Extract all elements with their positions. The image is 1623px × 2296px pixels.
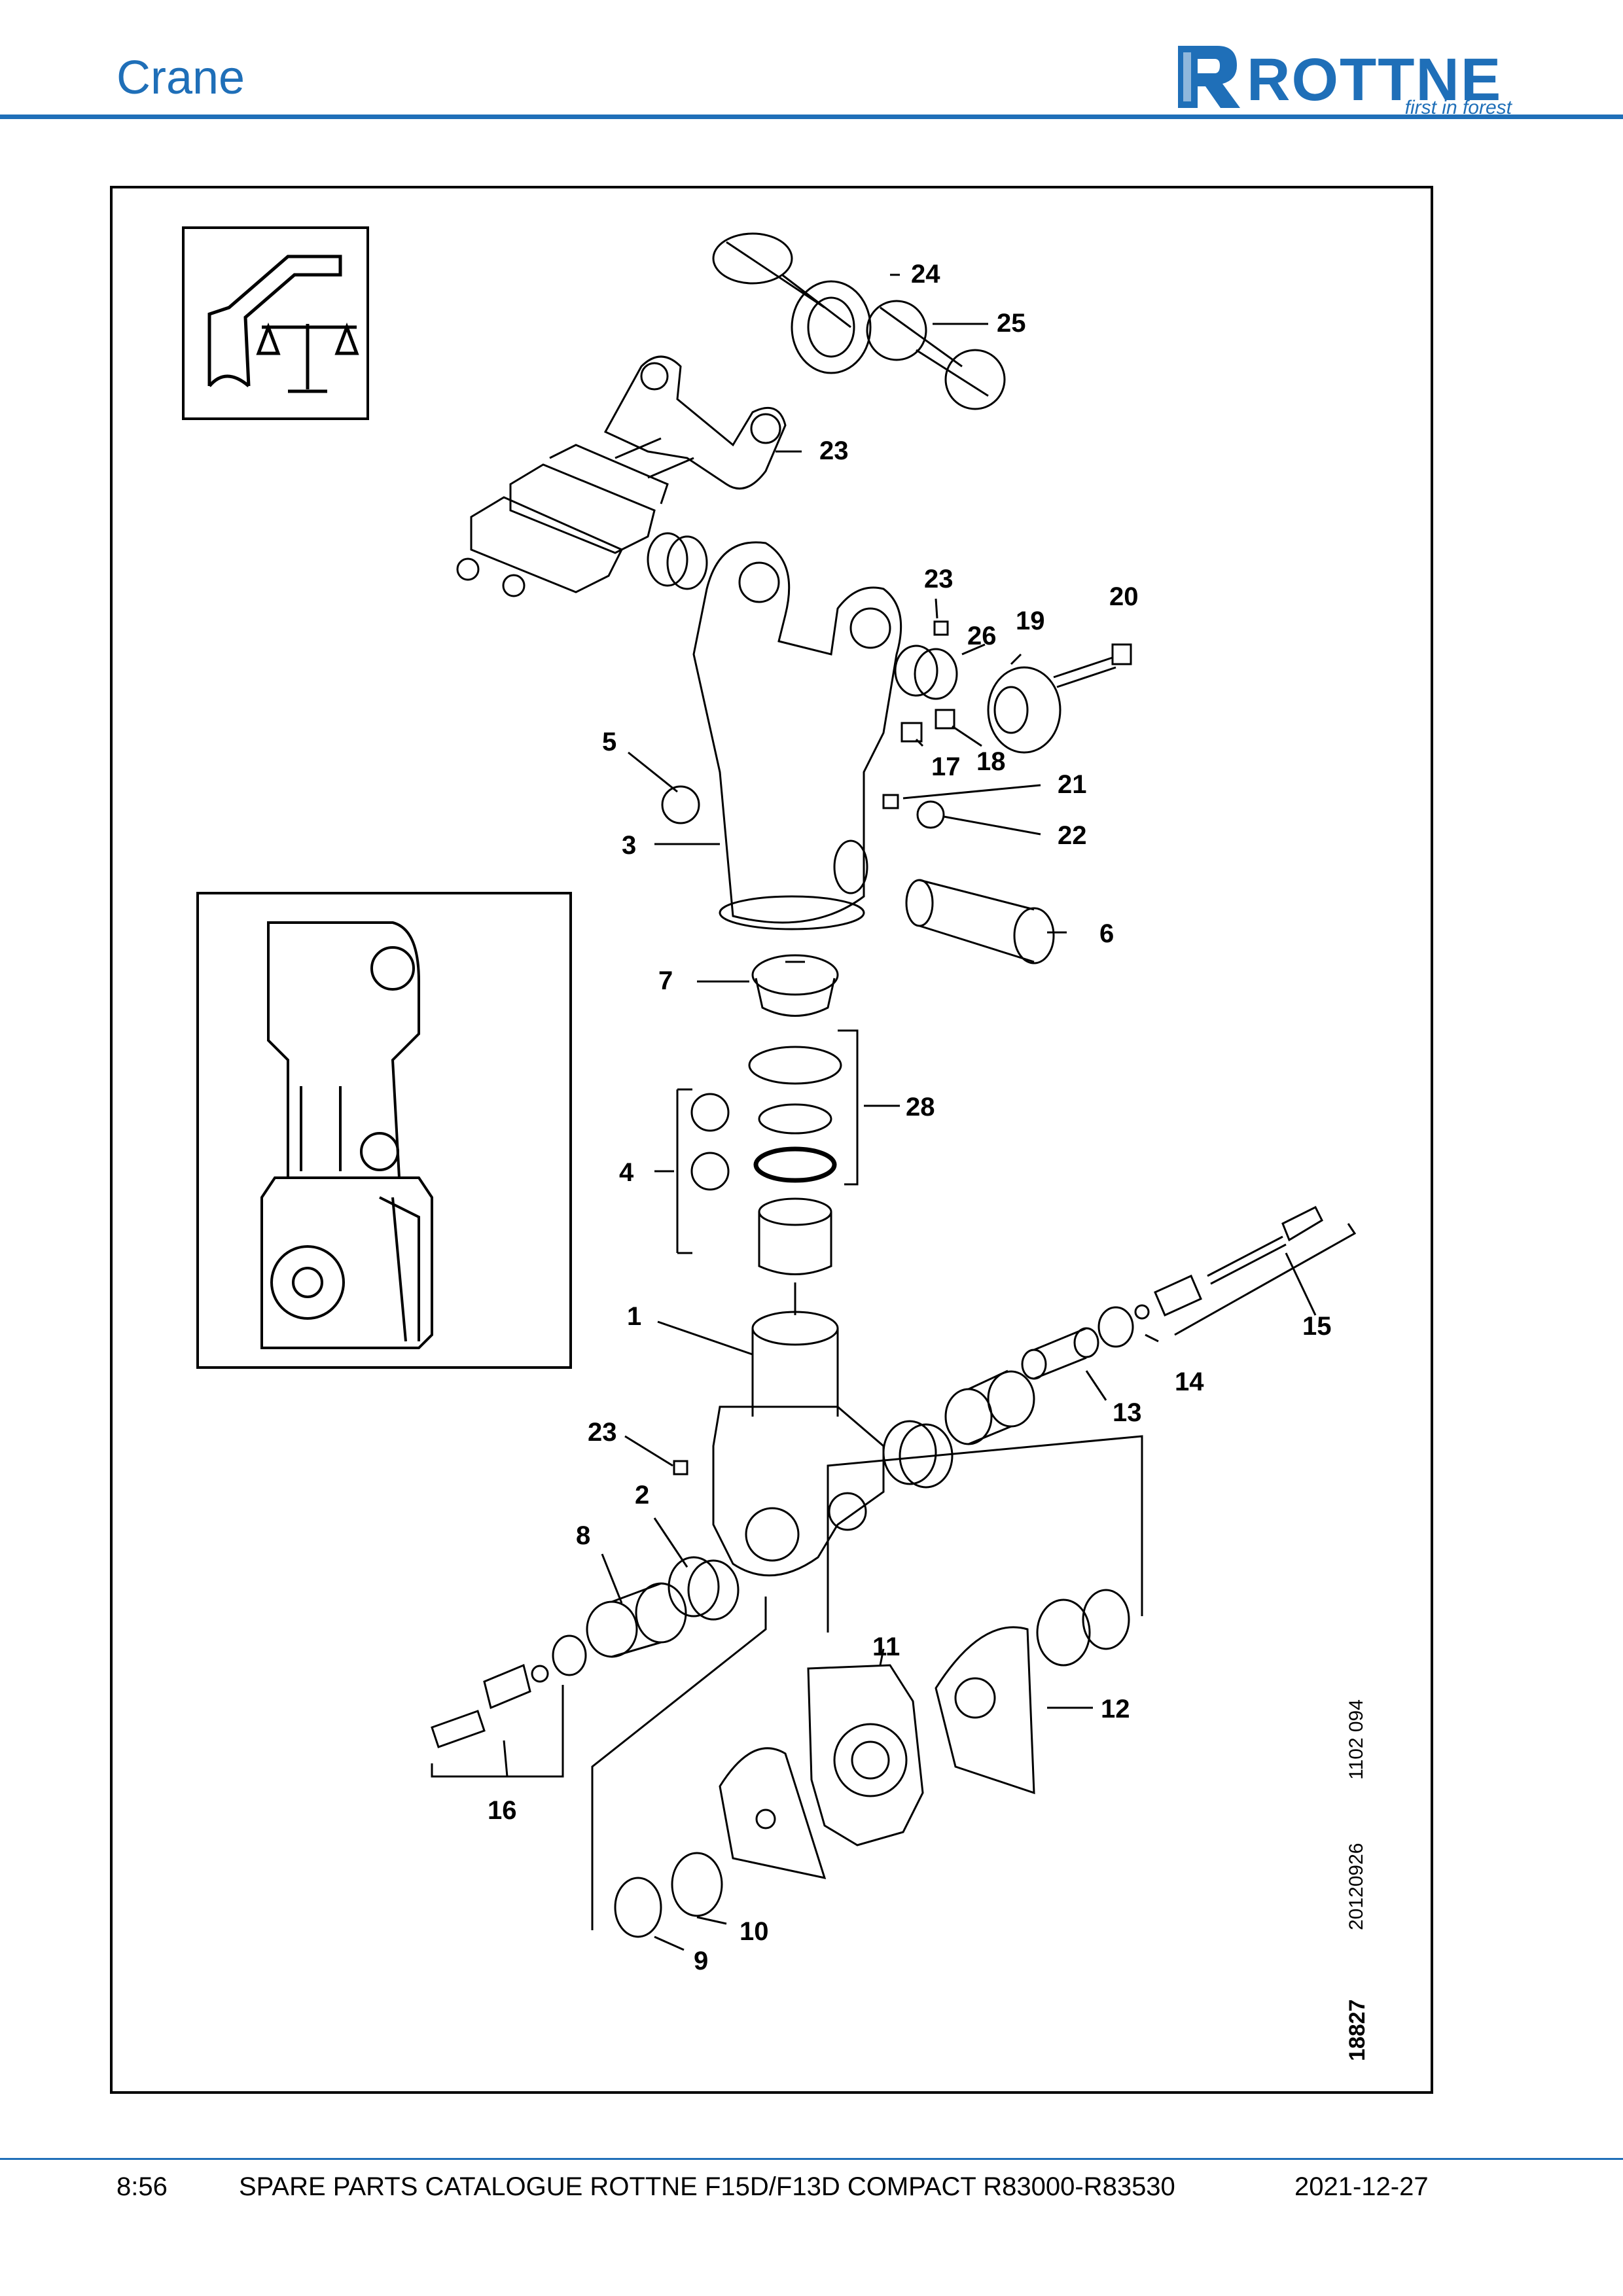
- bracket-part-16: [431, 1685, 564, 1778]
- part-17-18-fittings: [901, 709, 955, 743]
- callout-15: 15: [1302, 1312, 1332, 1341]
- callout-12: 12: [1101, 1695, 1130, 1723]
- callout-26: 25: [997, 309, 1026, 338]
- rotator-assembly-illustration: [260, 921, 433, 1349]
- callout-20: 20: [1109, 582, 1139, 611]
- part-19-cap: [987, 666, 1061, 754]
- brand-name: ROTTNE: [1247, 46, 1503, 113]
- bracket-lower-left-group: [591, 1597, 767, 1930]
- spring-right: [1154, 1275, 1202, 1316]
- part-7-plug: [751, 954, 839, 1017]
- circlip-right-outer: [1082, 1589, 1130, 1650]
- callout-28: 28: [906, 1093, 935, 1122]
- cable-clamp-set: [456, 444, 669, 597]
- part-15-pin: [1207, 1205, 1323, 1285]
- part-26-tube: [866, 300, 1006, 410]
- callout-1: 1: [627, 1302, 641, 1331]
- part-25-sleeve: [712, 232, 872, 374]
- callout-4: 4: [619, 1158, 634, 1187]
- figure-frame: [110, 186, 1433, 2094]
- part-23-grease-nipple-lower: [673, 1460, 688, 1475]
- bracket-part-28: [838, 1029, 859, 1186]
- footer-catalogue-title: SPARE PARTS CATALOGUE ROTTNE F15D/F13D C…: [239, 2172, 1175, 2201]
- header-rule: [0, 115, 1623, 119]
- part-6-pin: [905, 879, 1055, 964]
- part-bearing-right: [882, 1420, 954, 1489]
- part-20-bolt: [1053, 643, 1132, 688]
- bushing-right: [944, 1369, 1035, 1445]
- piston-insert: [758, 1197, 832, 1275]
- oring-left: [531, 1665, 549, 1683]
- crane-weight-icon-frame: [182, 226, 369, 420]
- pin-left: [431, 1710, 486, 1748]
- part-1-lower-link: [712, 1311, 885, 1577]
- callout-6: 6: [1099, 919, 1114, 948]
- callout-24: 23: [819, 436, 849, 465]
- part-10-circlip: [671, 1852, 723, 1917]
- part-5-circlip: [661, 785, 700, 824]
- part-28-oring-upper: [748, 1046, 842, 1085]
- callout-27: 26: [967, 622, 997, 650]
- footer-rule: [0, 2158, 1623, 2160]
- inset-assembly-view-frame: [196, 892, 572, 1369]
- callout-3: 3: [622, 831, 636, 860]
- part-2-bearing: [668, 1556, 740, 1621]
- plate-lower-left: [719, 1747, 827, 1880]
- callout-18: 18: [976, 747, 1006, 776]
- drawing-id-code: 1102 094: [1346, 1699, 1367, 1780]
- crane-balance-icon: [207, 255, 359, 393]
- callout-10: 10: [740, 1917, 769, 1946]
- footer-page-number: 8:56: [116, 2172, 168, 2201]
- callout-21: 21: [1058, 770, 1087, 799]
- spring-left: [483, 1663, 531, 1710]
- bearing-ring: [647, 532, 708, 590]
- leader-lines: [503, 274, 1317, 1951]
- part-11-rotator: [807, 1664, 924, 1846]
- part-23-grease-nipple-upper: [933, 620, 949, 636]
- callout-16: 16: [488, 1796, 517, 1825]
- oring-right: [1134, 1304, 1150, 1320]
- part-4-seal: [753, 1146, 837, 1183]
- rottne-logo-mark-icon: [1178, 46, 1240, 108]
- bracket-part-4: [676, 1088, 692, 1254]
- callout-8: 8: [576, 1521, 590, 1550]
- part-13-pin: [1021, 1327, 1099, 1380]
- part-21-22-fittings: [882, 794, 945, 829]
- callout-17: 17: [931, 752, 961, 781]
- bracket-part-15: [1174, 1223, 1357, 1336]
- callout-7: 7: [658, 966, 673, 995]
- part-27-bushing: [894, 645, 958, 700]
- circlip-right-inner: [1036, 1598, 1091, 1667]
- spacer-left: [552, 1634, 587, 1676]
- seal-profile-icon-lower: [690, 1152, 730, 1191]
- callout-23-upper: 23: [924, 565, 954, 593]
- callout-14: 14: [1175, 1368, 1204, 1396]
- part-12-plate: [935, 1626, 1035, 1795]
- part-14-spacer: [1097, 1306, 1134, 1348]
- callout-9: 9: [694, 1947, 708, 1975]
- callout-19: 19: [1016, 607, 1045, 635]
- bracket-right-group: [827, 1435, 1143, 1633]
- drawing-date-code: 20120926: [1346, 1843, 1367, 1930]
- part-28-oring-middle: [758, 1103, 832, 1135]
- callout-2: 2: [635, 1481, 649, 1510]
- part-3-link-housing: [692, 541, 902, 930]
- callout-11: 11: [872, 1633, 900, 1661]
- part-9-circlip: [614, 1877, 662, 1938]
- callout-22: 22: [1058, 821, 1087, 850]
- callout-23-lower: 23: [588, 1418, 617, 1447]
- footer-date: 2021-12-27: [1294, 2172, 1429, 2201]
- callout-25: 24: [911, 260, 940, 289]
- seal-profile-icon-upper: [690, 1093, 730, 1132]
- part-24-bracket: [603, 355, 787, 490]
- part-8-bushing: [586, 1582, 687, 1658]
- figure-number: 18827: [1345, 1999, 1370, 2061]
- callout-5: 5: [602, 728, 616, 756]
- callout-13: 13: [1113, 1398, 1142, 1427]
- page-title: Crane: [116, 52, 245, 104]
